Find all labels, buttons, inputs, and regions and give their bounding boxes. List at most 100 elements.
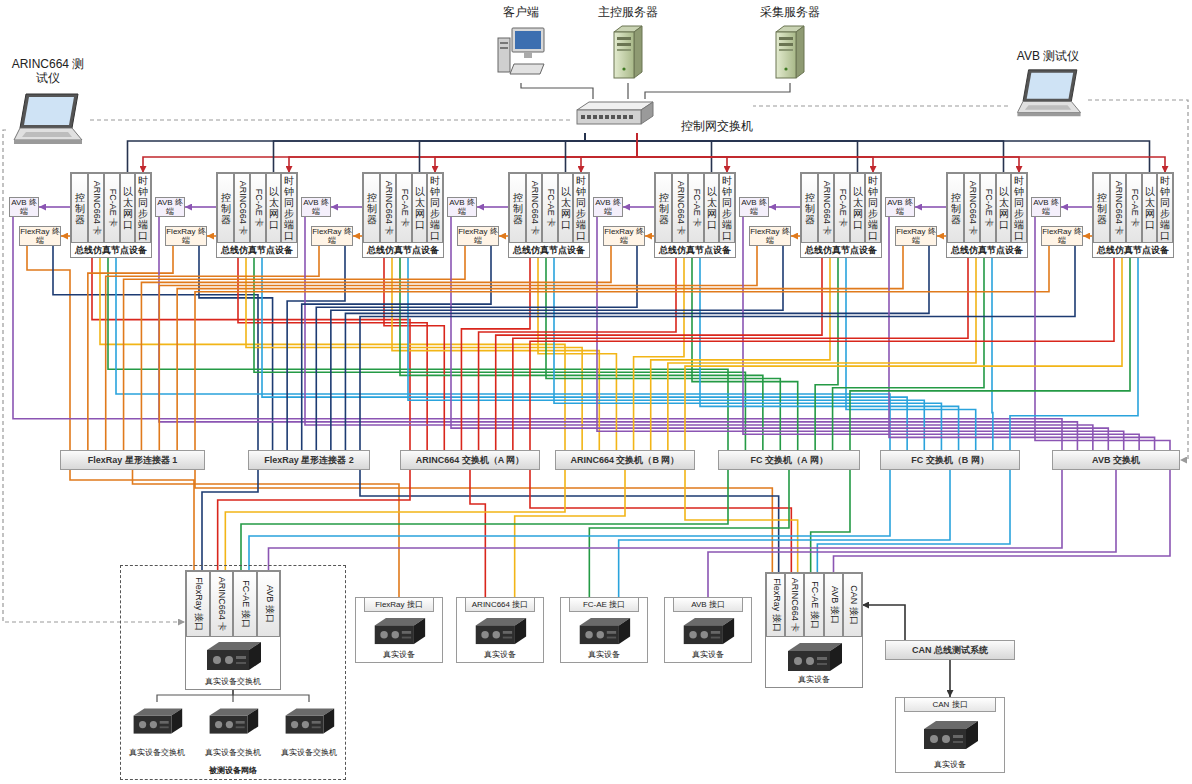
node-label: CAN 接口 <box>848 585 858 625</box>
port-column: 以太网口 <box>412 173 427 243</box>
node-label: FC-AE 卡 <box>983 189 993 228</box>
port-column: 控制器 <box>71 173 88 243</box>
node-label: FlexRay 终端 <box>20 227 60 245</box>
port-column: 控制器 <box>655 173 672 243</box>
connector <box>233 690 309 702</box>
connector <box>360 470 779 573</box>
device-icon: 真实设备交换机 <box>276 702 342 758</box>
node-label: FlexRay 接口 <box>771 578 781 632</box>
node-label: 总线仿真节点设备 <box>805 243 877 257</box>
port-column: 控制器 <box>509 173 526 243</box>
port-column: 控制器 <box>1093 173 1110 243</box>
port-column: ARINC664 卡 <box>380 173 396 243</box>
connector <box>637 133 873 173</box>
terminal-box: FlexRay 终端 <box>457 226 499 246</box>
connector <box>515 470 625 597</box>
connector <box>262 243 907 450</box>
node-label: FC-AE 卡 <box>253 189 263 228</box>
node-label: AVB 终端 <box>740 198 768 216</box>
connector <box>634 243 684 450</box>
port-column: 时钟同步端口 <box>573 173 589 243</box>
node-device-box: 总线仿真节点设备控制器ARINC664 卡FC-AE 卡以太网口时钟同步端口 <box>946 172 1028 258</box>
port-column: FC-AE 卡 <box>250 173 266 243</box>
interface-tab: FC-AE 接口 <box>569 598 639 612</box>
connector <box>862 605 905 640</box>
connector <box>249 470 890 571</box>
node-label: 以太网口 <box>999 186 1009 230</box>
node-label: ARINC664 卡 <box>237 181 247 236</box>
terminal-box: FlexRay 终端 <box>311 226 353 246</box>
port-column: 以太网口 <box>120 173 135 243</box>
connector <box>141 246 611 450</box>
node-label: 真实设备 <box>934 760 966 772</box>
port-column: 时钟同步端口 <box>719 173 735 243</box>
node-label: ARINC664 卡 <box>967 181 977 236</box>
node-label: 以太网口 <box>561 186 571 230</box>
connector <box>815 243 838 450</box>
terminal-box: AVB 终端 <box>155 197 185 217</box>
connector <box>360 246 1075 450</box>
terminal-box: AVB 终端 <box>885 197 915 217</box>
device-icon: 真实设备交换机 <box>200 702 266 758</box>
connector <box>1010 243 1138 450</box>
node-label: 客户端 <box>503 5 539 19</box>
device-icon: 主控服务器 <box>596 5 660 83</box>
node-label: 控制器 <box>1097 192 1107 225</box>
node-label: AVB 测试仪 <box>1017 49 1079 63</box>
connector <box>470 470 485 597</box>
connector <box>521 83 593 99</box>
node-label: FlexRay 终端 <box>750 227 790 245</box>
connector <box>538 243 616 450</box>
port-column: 控制器 <box>947 173 964 243</box>
terminal-box: FlexRay 终端 <box>603 226 645 246</box>
node-label: 时钟同步端口 <box>1014 175 1024 241</box>
connector <box>92 243 410 450</box>
server-icon <box>776 26 804 78</box>
connector <box>915 206 947 208</box>
terminal-box: FlexRay 终端 <box>749 226 791 246</box>
port-column: ARINC664 卡 <box>964 173 980 243</box>
device-box: AVB 接口真实设备 <box>664 597 752 663</box>
node-device-box: 总线仿真节点设备控制器ARINC664 卡FC-AE 卡以太网口时钟同步端口 <box>654 172 736 258</box>
connector <box>420 133 586 173</box>
node-label: FC-AE 接口 <box>809 581 819 629</box>
port-column: 控制器 <box>363 173 380 243</box>
node-label: AVB 终端 <box>1032 198 1060 216</box>
connector <box>530 243 1114 450</box>
node-label: FC-AE 卡 <box>399 189 409 228</box>
connector <box>254 243 745 450</box>
interface-tab: AVB 接口 <box>673 598 743 612</box>
connector <box>585 133 1150 173</box>
node-label: FlexRay 星形连接器 1 <box>88 454 178 467</box>
switch-bar: ARINC664 交换机（A 网） <box>400 450 540 470</box>
connector <box>585 133 712 173</box>
node-label: 真实设备交换机 <box>205 677 261 689</box>
switch-bar: CAN 总线测试系统 <box>885 640 1015 660</box>
device-box: FlexRay 接口真实设备 <box>355 597 443 663</box>
connector <box>627 83 628 99</box>
node-label: 时钟同步端口 <box>576 175 586 241</box>
terminal-box: AVB 终端 <box>9 197 39 217</box>
terminal-box: AVB 终端 <box>1031 197 1061 217</box>
node-label: FlexRay 终端 <box>458 227 498 245</box>
connector <box>218 470 410 571</box>
switch-bar: FlexRay 星形连接器 2 <box>248 450 370 470</box>
connector <box>530 470 791 573</box>
device-icon: ARINC664 测试仪 <box>6 57 90 153</box>
connector <box>850 243 1130 450</box>
connector <box>846 243 976 450</box>
node-label: FlexRay 终端 <box>312 227 352 245</box>
node-label: FC-AE 卡 <box>107 189 117 228</box>
node-label: ARINC664 交换机（B 网） <box>570 454 679 467</box>
node-device-box: 总线仿真节点设备控制器ARINC664 卡FC-AE 卡以太网口时钟同步端口 <box>508 172 590 258</box>
port-column: CAN 接口 <box>843 573 862 637</box>
device-icon <box>580 618 630 644</box>
connector <box>274 133 586 173</box>
node-device-box: 总线仿真节点设备控制器ARINC664 卡FC-AE 卡以太网口时钟同步端口 <box>216 172 298 258</box>
node-label: ARINC664 卡 <box>1113 181 1123 236</box>
node-label: AVB 终端 <box>156 198 184 216</box>
interface-tab: CAN 接口 <box>904 698 996 712</box>
